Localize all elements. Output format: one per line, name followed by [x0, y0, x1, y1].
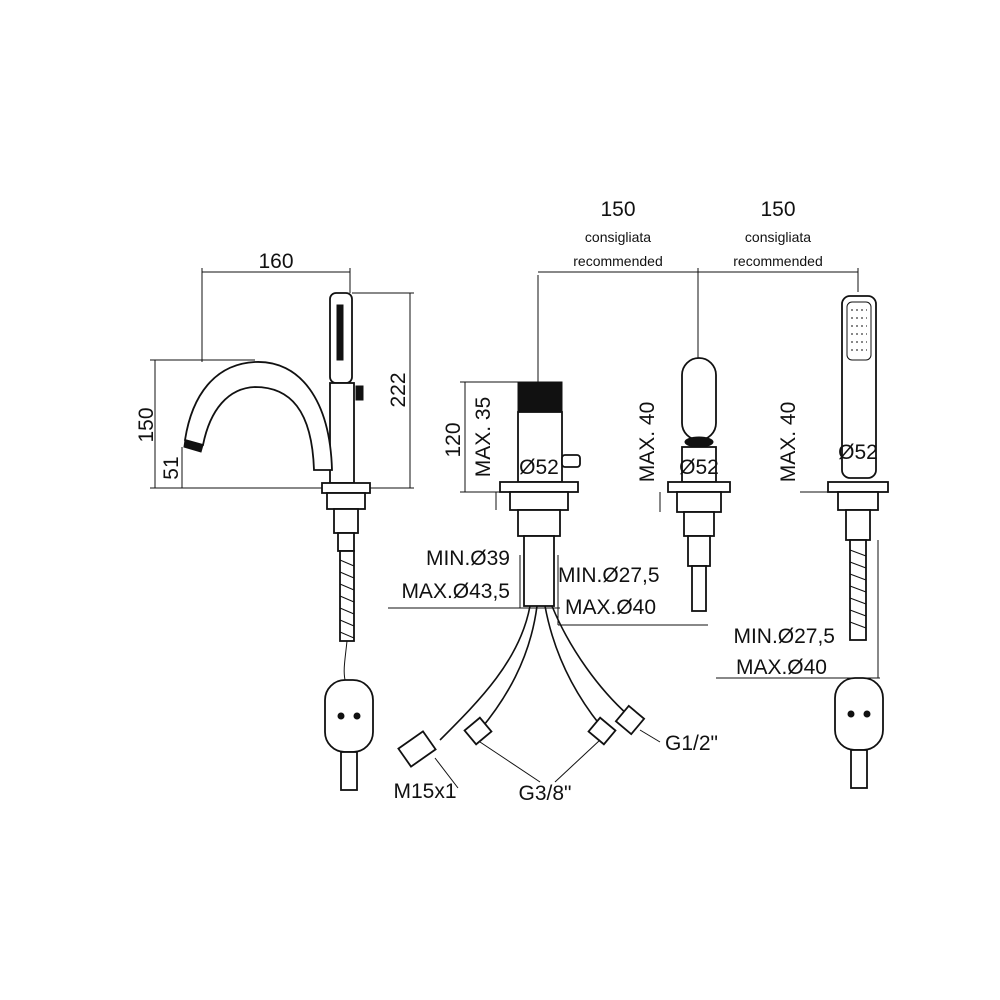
spout-nut	[333, 508, 359, 534]
hole-min-2: MIN.Ø27,5	[558, 564, 660, 587]
shower-fixing	[837, 491, 879, 511]
label-g12: G1/2"	[665, 732, 718, 755]
dim-label-shower-diameter: Ø52	[838, 441, 878, 464]
spout-hose-end	[340, 751, 358, 791]
valve-base	[499, 481, 579, 493]
leader-m15	[434, 757, 459, 789]
dim-label-51: 51	[160, 456, 183, 479]
connector-g38-left	[463, 716, 493, 746]
hole-max-2: MAX.Ø40	[565, 596, 656, 619]
spout-button	[355, 385, 364, 401]
diverter-nut	[683, 511, 715, 537]
valve-fixing	[509, 491, 569, 511]
spout-thread	[337, 532, 355, 552]
diverter-ring	[684, 436, 714, 448]
dim-label-160: 160	[258, 250, 293, 273]
hole-min-3: MIN.Ø27,5	[733, 625, 835, 648]
shower-weight-screw-1	[847, 710, 855, 718]
dim-label-spacing-2: 150	[760, 198, 795, 221]
shower-nut	[845, 509, 871, 541]
spacing-2-note-it: consigliata	[745, 229, 811, 245]
shower-base	[827, 481, 889, 493]
dim-label-diverter-diameter: Ø52	[679, 456, 719, 479]
shower-weight-screw-2	[863, 710, 871, 718]
shower-hose-braid	[849, 549, 867, 629]
shower-hose-end	[850, 749, 868, 789]
spacing-1-note-it: consigliata	[585, 229, 651, 245]
connection-leaders	[434, 729, 661, 789]
valve-body	[517, 411, 563, 483]
spout-fixing	[326, 492, 366, 510]
hole-max-1: MAX.Ø43,5	[401, 580, 510, 603]
shower-spray-face	[846, 301, 872, 361]
diverter-body	[681, 446, 717, 483]
spout-body	[329, 382, 355, 484]
weight-screw-1	[337, 712, 345, 720]
hole-max-3: MAX.Ø40	[736, 656, 827, 679]
dim-label-diverter-max: MAX. 40	[636, 402, 659, 483]
hose-g38-right	[544, 605, 601, 726]
connector-g38-right	[587, 716, 617, 746]
spout-hose-tail	[343, 640, 348, 681]
valve-lever	[561, 454, 581, 468]
shower-handle	[841, 295, 877, 479]
diverter-knob	[681, 357, 717, 441]
label-g38: G3/8"	[519, 782, 572, 805]
diverter-stem	[691, 565, 707, 612]
dim-label-spacing-1: 150	[600, 198, 635, 221]
valve-stem	[523, 535, 555, 607]
label-m15: M15x1	[393, 780, 456, 803]
diverter-base	[667, 481, 731, 493]
hose-g38-left	[479, 605, 538, 731]
valve-nut	[517, 509, 561, 537]
leader-g12	[639, 729, 661, 743]
spacing-2-note-en: recommended	[733, 253, 823, 269]
spout-arch	[183, 361, 333, 471]
hose-g12	[551, 605, 629, 716]
spout-outlet	[183, 439, 204, 453]
dim-label-150: 150	[135, 407, 158, 442]
connector-g12	[614, 704, 646, 736]
dim-label-120: 120	[442, 422, 465, 457]
hose-shower	[439, 605, 531, 741]
diverter-fixing	[676, 491, 722, 513]
dim-label-222: 222	[387, 372, 410, 407]
weight-screw-2	[353, 712, 361, 720]
dim-label-max35: MAX. 35	[472, 397, 495, 478]
spout-base	[321, 482, 371, 494]
shower-dimensions	[716, 491, 880, 679]
leader-g38-right	[554, 739, 601, 783]
valve-knurled-cap	[517, 381, 563, 413]
spout-head-grip	[336, 304, 344, 361]
mixer-valve-assembly	[397, 381, 646, 768]
connector-m15	[397, 730, 437, 768]
leader-g38-left	[479, 741, 541, 783]
hand-shower-assembly	[827, 295, 889, 789]
dim-label-valve-diameter: Ø52	[519, 456, 559, 479]
hose-weight	[324, 679, 374, 753]
spout-hose-braid	[339, 559, 355, 639]
valve-dimensions	[388, 268, 859, 626]
spout-assembly	[183, 292, 374, 791]
spacing-1-note-en: recommended	[573, 253, 663, 269]
diverter-thread	[687, 535, 711, 567]
spout-hose	[339, 550, 355, 642]
hole-min-1: MIN.Ø39	[426, 547, 510, 570]
dim-label-shower-max: MAX. 40	[777, 402, 800, 483]
diverter-assembly	[667, 357, 731, 612]
spout-dimensions	[150, 268, 414, 489]
shower-weight	[834, 677, 884, 751]
